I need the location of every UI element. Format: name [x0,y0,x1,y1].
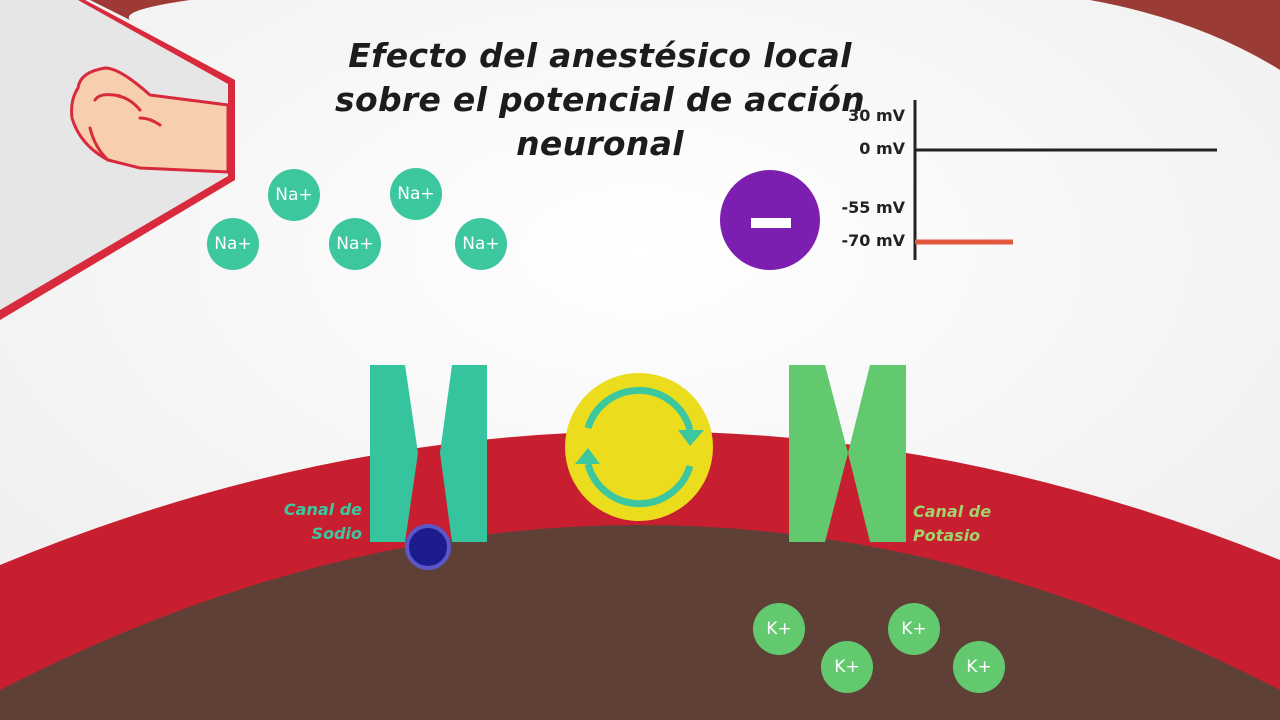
sodium-channel [370,365,487,542]
potassium-channel-label: Canal de Potasio [913,502,992,545]
potassium-ion: K+ [753,603,805,655]
potassium-ion: K+ [888,603,940,655]
potassium-channel [789,365,906,542]
sodium-ion: Na+ [329,218,381,270]
chart-tick-label: 30 mV [848,106,905,125]
sodium-ion: Na+ [207,218,259,270]
hand-illustration [70,66,230,174]
chart-tick-label: -70 mV [841,231,905,250]
chart-tick-label: 0 mV [859,139,905,158]
top-membrane-rim [90,0,190,20]
sodium-ion: Na+ [268,169,320,221]
sodium-potassium-pump [565,373,713,521]
channel-blocker [405,524,451,570]
page-title: Efecto del anestésico local sobre el pot… [335,36,865,163]
sodium-ion: Na+ [390,168,442,220]
chart-tick-label: -55 mV [841,198,905,217]
sodium-channel-label: Canal de Sodio [283,500,362,543]
sodium-ion: Na+ [455,218,507,270]
membrane-potential-chart [913,100,1217,260]
potassium-ion: K+ [953,641,1005,693]
anesthetic-particle [720,170,820,270]
potassium-ion: K+ [821,641,873,693]
